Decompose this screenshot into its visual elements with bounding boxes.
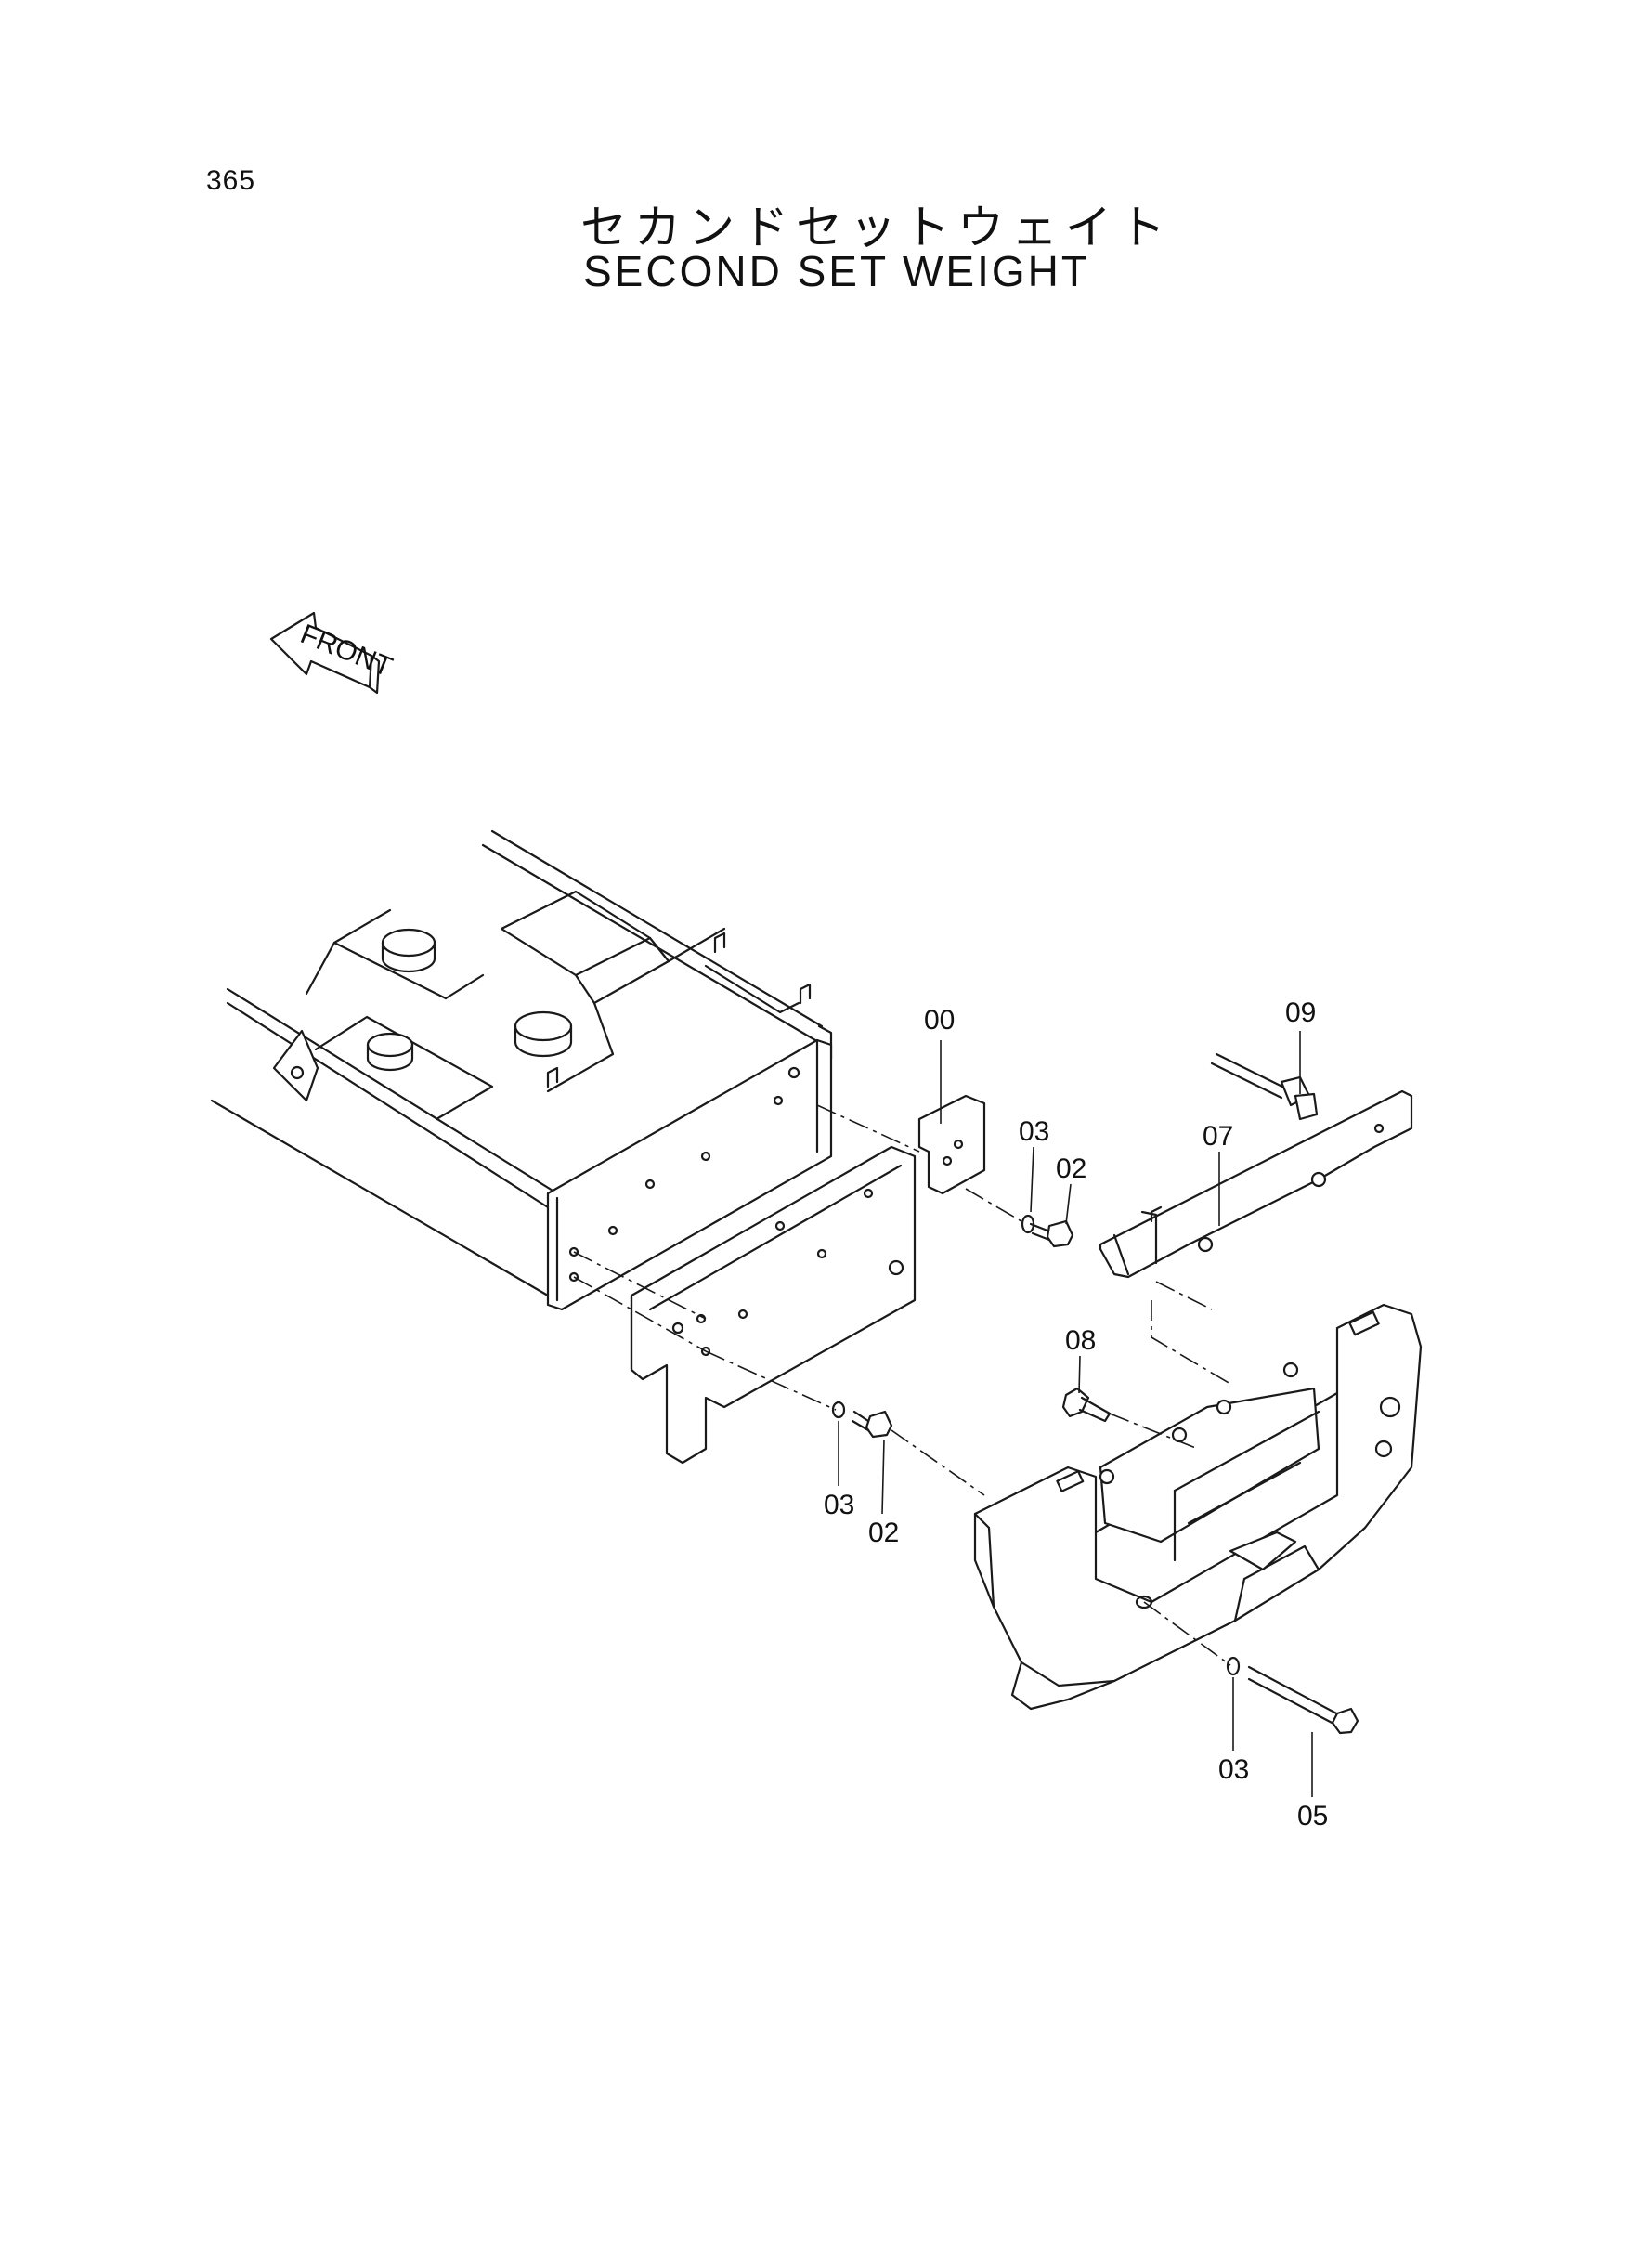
callout-05: 05	[1297, 1801, 1328, 1831]
main-frame	[210, 829, 833, 1311]
assembly-lines	[573, 1104, 1231, 1666]
callout-03-upper: 03	[1019, 1116, 1049, 1147]
callout-03-middle: 03	[824, 1490, 854, 1520]
callout-labels: 00 09 03 02 07 08 03 02 03 05	[824, 997, 1328, 1831]
callout-00: 00	[924, 1005, 955, 1036]
part-07-bracket	[1099, 1089, 1413, 1279]
part-08-bolt	[1061, 1387, 1112, 1423]
counterweight	[973, 1303, 1423, 1711]
callout-09: 09	[1285, 997, 1316, 1028]
front-arrow: FRONT	[269, 611, 397, 695]
part-09-cable-tie	[1210, 1052, 1319, 1121]
spacer-plate	[630, 1145, 917, 1465]
page-number: 365	[206, 165, 256, 196]
fastener-set-lower	[1226, 1656, 1359, 1735]
title-english: SECOND SET WEIGHT	[583, 247, 1090, 295]
fastener-set-middle	[831, 1401, 893, 1439]
callout-03-lower: 03	[1218, 1754, 1249, 1785]
leader-lines	[838, 1031, 1313, 1797]
title-japanese: セカンドセットウェイト	[580, 201, 1173, 254]
callout-07: 07	[1203, 1121, 1233, 1152]
fastener-set-upper	[1021, 1214, 1074, 1248]
callout-02-middle: 02	[868, 1518, 899, 1548]
callout-08: 08	[1065, 1325, 1096, 1356]
callout-02-upper: 02	[1056, 1153, 1086, 1184]
part-00-plate	[917, 1094, 986, 1195]
